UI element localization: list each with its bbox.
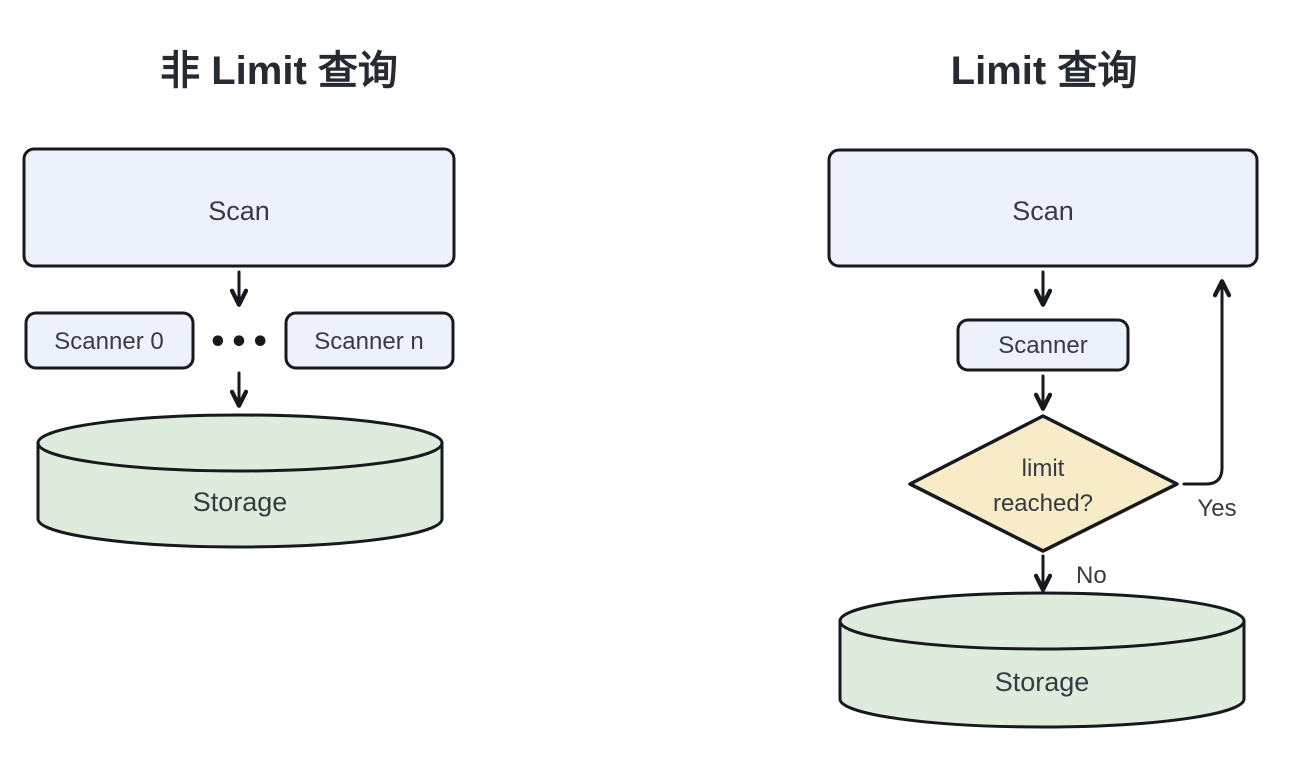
decision-label-line1: limit: [1022, 455, 1065, 482]
left-column-title: 非 Limit 查询: [160, 49, 398, 93]
non-limit-query-flow: 非 Limit 查询 Scan Scanner 0 ••• Scanner n …: [22, 49, 456, 549]
right-storage-cylinder-body: [838, 619, 1246, 729]
left-storage-cylinder-body: [36, 441, 444, 549]
right-scan-label: Scan: [1012, 196, 1074, 226]
limit-query-flow: Limit 查询 Scan Scanner limit reached? Yes…: [827, 49, 1259, 729]
yes-loop-arrow: [1182, 279, 1232, 486]
right-scanner-label: Scanner: [998, 332, 1087, 359]
scanner0-label: Scanner 0: [54, 328, 163, 355]
scanner0-box: [24, 311, 195, 370]
left-storage-label: Storage: [193, 487, 288, 517]
right-scan-box: [827, 148, 1259, 268]
yes-label: Yes: [1197, 495, 1236, 522]
scanner-n-box: [284, 311, 455, 370]
left-scan-box: [22, 147, 456, 268]
no-label: No: [1076, 562, 1107, 589]
scanner-n-label: Scanner n: [314, 328, 423, 355]
right-scanner-box: [956, 318, 1130, 372]
right-column-title: Limit 查询: [951, 49, 1138, 93]
decision-label-line2: reached?: [993, 490, 1093, 517]
limit-reached-decision-diamond: [908, 414, 1179, 553]
ellipsis-dots: •••: [208, 325, 272, 360]
left-scan-label: Scan: [208, 196, 270, 226]
right-storage-label: Storage: [995, 667, 1090, 697]
left-storage-cylinder-top: [36, 413, 444, 473]
right-storage-cylinder-top: [838, 591, 1246, 651]
